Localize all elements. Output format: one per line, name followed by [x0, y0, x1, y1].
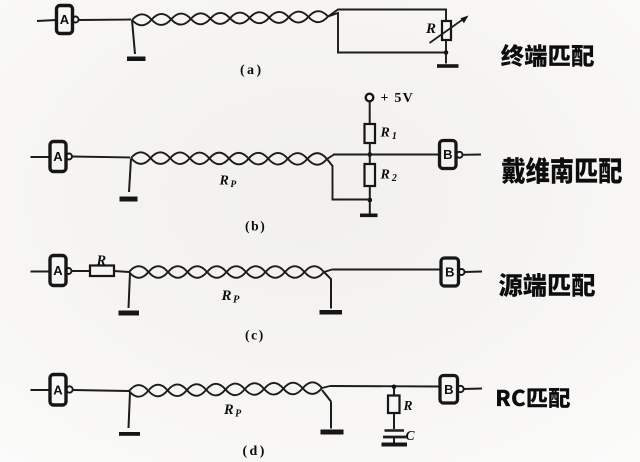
svg-text:R: R: [425, 21, 436, 37]
svg-text:R: R: [403, 398, 413, 413]
svg-text:B: B: [444, 382, 453, 397]
svg-text:(a): (a): [240, 63, 264, 78]
svg-text:(c): (c): [245, 328, 265, 343]
svg-text:A: A: [53, 382, 63, 397]
svg-text:C: C: [406, 428, 416, 443]
svg-text:A: A: [53, 149, 63, 164]
svg-text:+ 5V: + 5V: [381, 91, 414, 106]
svg-text:B: B: [443, 147, 452, 162]
svg-text:R: R: [96, 253, 107, 269]
svg-text:(d): (d): [243, 444, 267, 459]
svg-text:(b): (b): [245, 219, 266, 234]
svg-text:A: A: [60, 12, 70, 27]
svg-text:B: B: [445, 265, 454, 280]
svg-text:A: A: [53, 263, 63, 278]
